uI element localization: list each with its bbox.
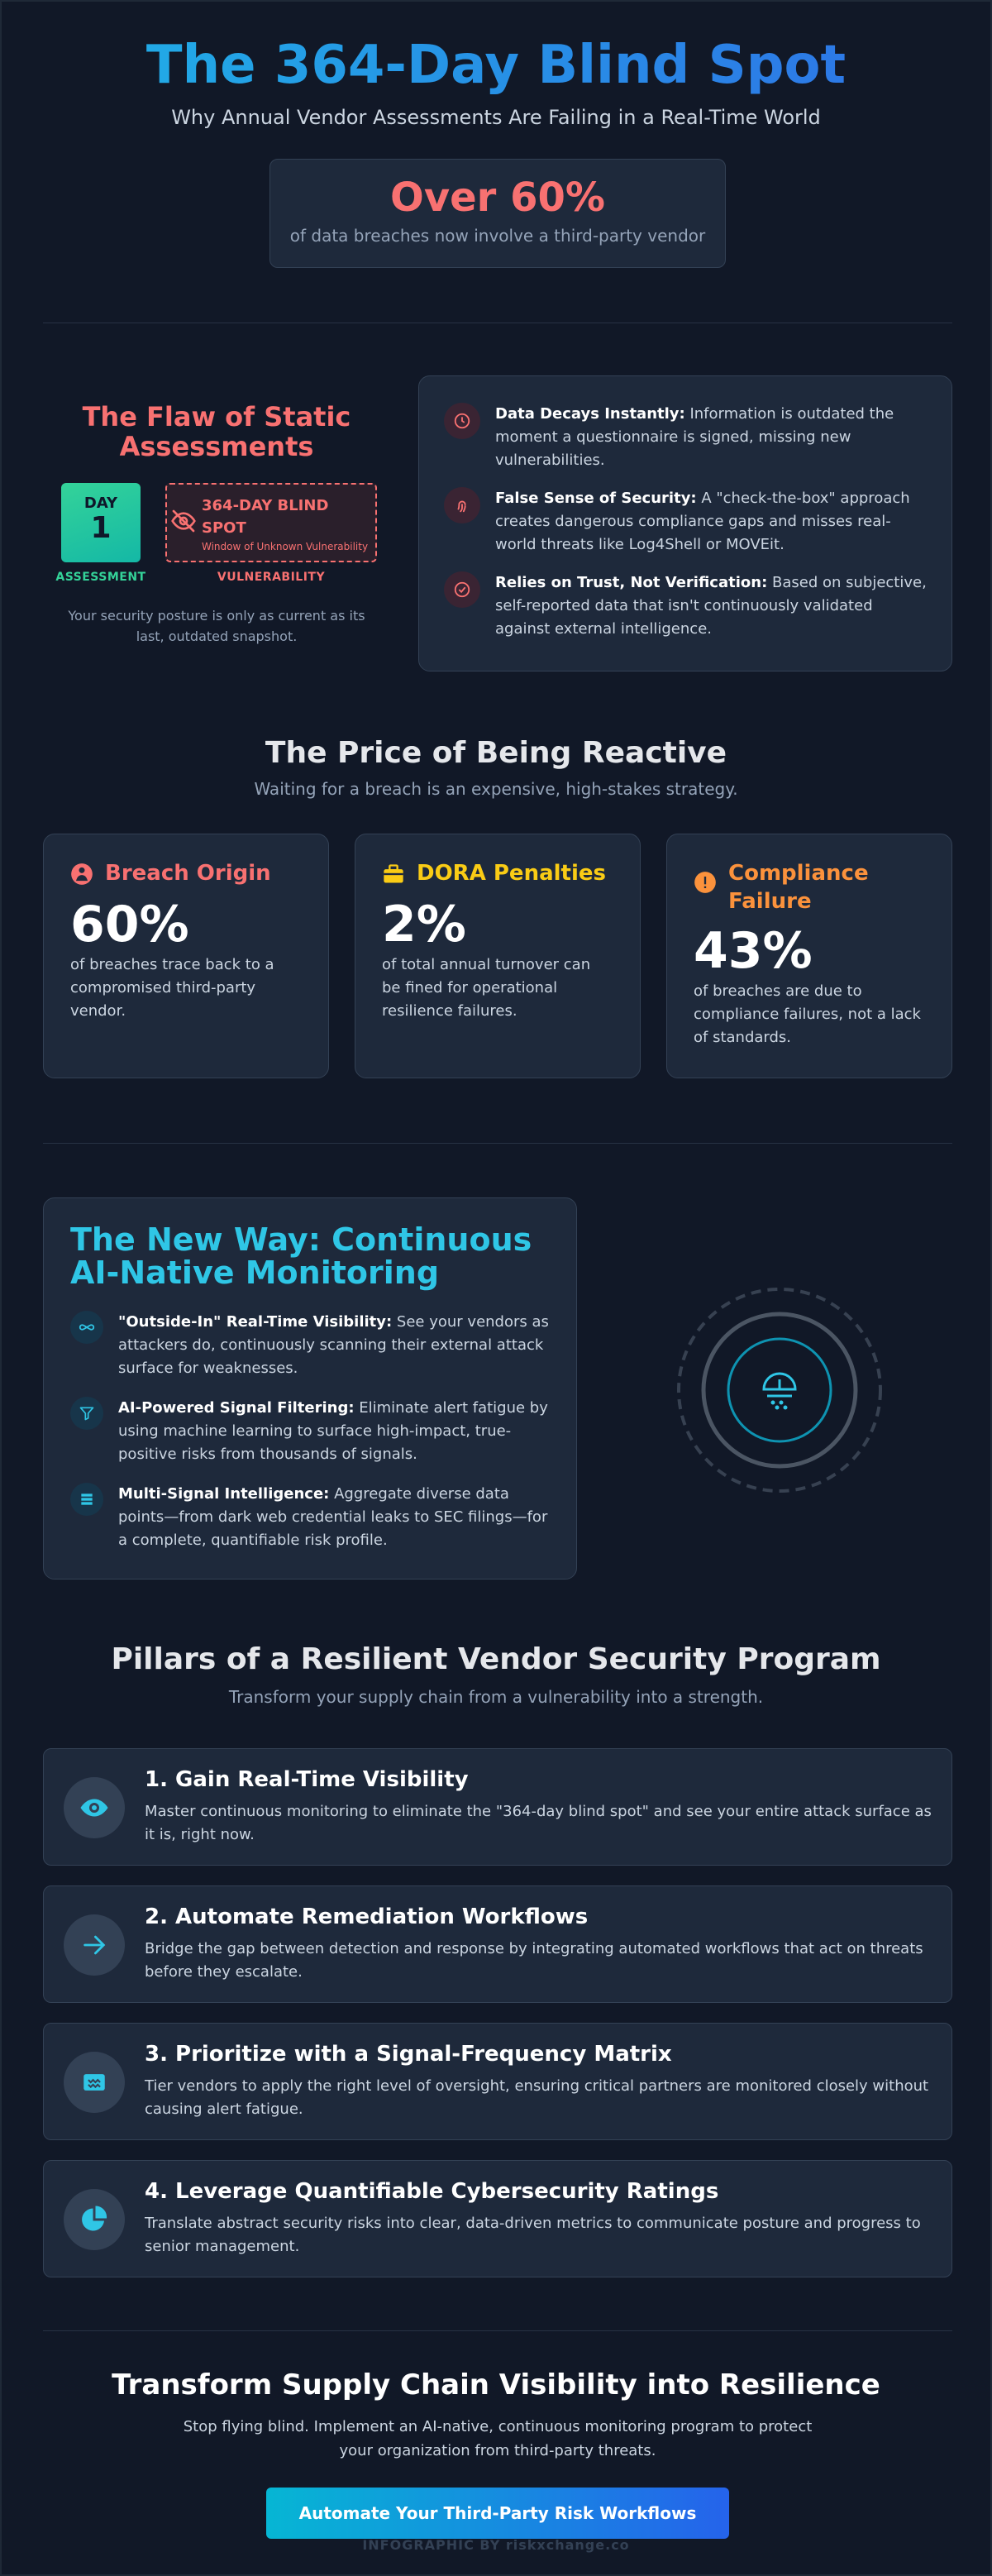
alert-circle-icon bbox=[694, 871, 717, 897]
price-card-desc: of total annual turnover can be fined fo… bbox=[382, 956, 591, 1020]
footer-credit: INFOGRAPHIC BY riskxchange.co bbox=[362, 2537, 630, 2553]
blind-spot-caption: Window of Unknown Vulnerability bbox=[202, 541, 369, 552]
pillar-card: 3. Prioritize with a Signal-Frequency Ma… bbox=[43, 2023, 952, 2140]
new-way-panel: The New Way: Continuous AI-Native Monito… bbox=[43, 1197, 577, 1580]
cta-title: Transform Supply Chain Visibility into R… bbox=[112, 2368, 880, 2402]
eye-icon bbox=[64, 1777, 125, 1838]
pie-chart-icon bbox=[64, 2189, 125, 2250]
fingerprint-icon bbox=[444, 487, 480, 523]
pillar-card: 1. Gain Real-Time Visibility Master cont… bbox=[43, 1748, 952, 1866]
new-way-item-text: "Outside-In" Real-Time Visibility: See y… bbox=[118, 1313, 549, 1377]
user-secret-icon bbox=[70, 863, 93, 889]
pillar-card: 4. Leverage Quantifiable Cybersecurity R… bbox=[43, 2160, 952, 2277]
pillar-title: 3. Prioritize with a Signal-Frequency Ma… bbox=[145, 2042, 672, 2067]
flaw-note: Your security posture is only as current… bbox=[68, 608, 365, 644]
price-card-label: Breach Origin bbox=[105, 861, 271, 886]
price-card-desc: of breaches trace back to a compromised … bbox=[70, 956, 274, 1020]
pillars-subtitle: Transform your supply chain from a vulne… bbox=[228, 1687, 764, 1707]
price-card-breach-origin: Breach Origin 60% of breaches trace back… bbox=[43, 834, 329, 1078]
pillar-desc: Translate abstract security risks into c… bbox=[145, 2215, 921, 2255]
new-way-title: The New Way: Continuous AI-Native Monito… bbox=[70, 1221, 532, 1291]
eye-slash-icon bbox=[170, 508, 197, 538]
hero-stat-card: Over 60% of data breaches now involve a … bbox=[269, 159, 726, 268]
assessment-label: ASSESSMENT bbox=[55, 571, 146, 584]
cta-button[interactable]: Automate Your Third-Party Risk Workflows bbox=[266, 2488, 729, 2539]
price-card-label: DORA Penalties bbox=[417, 861, 606, 886]
new-way-item-text: Multi-Signal Intelligence: Aggregate div… bbox=[118, 1485, 548, 1549]
database-icon bbox=[70, 1483, 103, 1516]
blind-spot-title: 364-DAY BLIND SPOT bbox=[202, 497, 329, 537]
pillar-desc: Bridge the gap between detection and res… bbox=[145, 1940, 923, 1981]
price-card-value: 60% bbox=[70, 896, 189, 953]
day-number: 1 bbox=[90, 511, 112, 545]
section-divider bbox=[43, 1143, 952, 1144]
price-subtitle: Waiting for a breach is an expensive, hi… bbox=[254, 779, 738, 799]
flaw-title: The Flaw of Static Assessments bbox=[82, 401, 351, 462]
vulnerability-label: VULNERABILITY bbox=[217, 571, 326, 584]
price-card-value: 2% bbox=[382, 896, 466, 953]
new-way-item-text: AI-Powered Signal Filtering: Eliminate a… bbox=[118, 1399, 548, 1463]
day-one-badge: DAY 1 bbox=[61, 483, 141, 562]
blind-spot-badge: 364-DAY BLIND SPOT Window of Unknown Vul… bbox=[165, 483, 377, 562]
price-card-label: Compliance Failure bbox=[728, 861, 869, 914]
clock-icon bbox=[444, 403, 480, 439]
hero-stat-value: Over 60% bbox=[390, 174, 605, 221]
pillar-title: 2. Automate Remediation Workflows bbox=[145, 1905, 589, 1929]
pillar-title: 1. Gain Real-Time Visibility bbox=[145, 1767, 469, 1792]
flaw-item-text: Data Decays Instantly: Information is ou… bbox=[495, 405, 894, 469]
flaw-item-text: False Sense of Security: A "check-the-bo… bbox=[495, 490, 910, 553]
radar-monitor-icon bbox=[676, 1287, 883, 1494]
day-label: DAY bbox=[83, 495, 118, 512]
matrix-icon bbox=[64, 2052, 125, 2113]
check-circle-icon bbox=[444, 571, 480, 608]
pillar-card: 2. Automate Remediation Workflows Bridge… bbox=[43, 1885, 952, 2003]
section-divider bbox=[43, 2330, 952, 2331]
pillar-desc: Master continuous monitoring to eliminat… bbox=[145, 1803, 932, 1843]
hero-stat-caption: of data breaches now involve a third-par… bbox=[289, 226, 706, 246]
cta-text: Stop flying blind. Implement an AI-nativ… bbox=[183, 2418, 813, 2459]
price-card-value: 43% bbox=[694, 922, 813, 980]
infinity-icon bbox=[70, 1311, 103, 1344]
arrow-right-icon bbox=[64, 1914, 125, 1976]
pillar-title: 4. Leverage Quantifiable Cybersecurity R… bbox=[145, 2179, 719, 2204]
filter-icon bbox=[70, 1397, 103, 1430]
pillars-title: Pillars of a Resilient Vendor Security P… bbox=[111, 1642, 881, 1676]
flaw-reasons-panel: Data Decays Instantly: Information is ou… bbox=[418, 375, 952, 671]
page-subtitle: Why Annual Vendor Assessments Are Failin… bbox=[171, 106, 821, 129]
page-title: The 364-Day Blind Spot bbox=[2, 35, 990, 96]
price-card-compliance-failure: Compliance Failure 43% of breaches are d… bbox=[666, 834, 952, 1078]
flaw-item-text: Relies on Trust, Not Verification: Based… bbox=[495, 574, 927, 638]
pillar-desc: Tier vendors to apply the right level of… bbox=[145, 2077, 929, 2118]
price-card-desc: of breaches are due to compliance failur… bbox=[694, 982, 921, 1046]
price-card-dora-penalties: DORA Penalties 2% of total annual turnov… bbox=[355, 834, 641, 1078]
briefcase-icon bbox=[382, 863, 405, 889]
price-title: The Price of Being Reactive bbox=[265, 736, 727, 770]
